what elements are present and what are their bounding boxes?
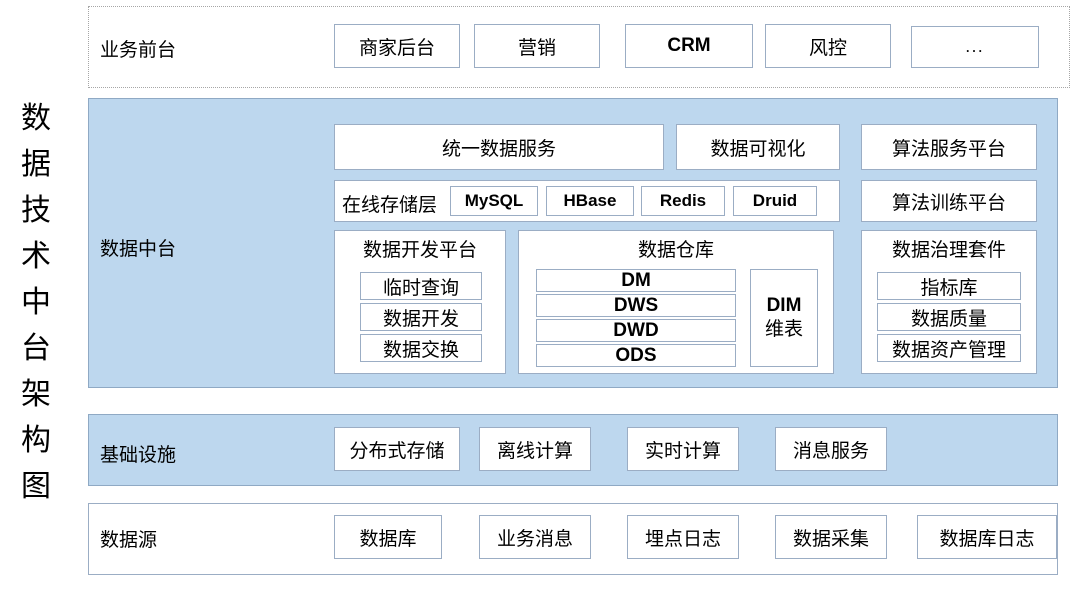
dim-table-cn-label: 维表: [764, 319, 803, 340]
storage-engine-hbase[interactable]: HBase: [546, 186, 634, 216]
title-char: 技: [21, 194, 51, 227]
app-box-marketing[interactable]: 营销: [474, 24, 600, 68]
group-data-governance-suite-title: 数据治理套件: [891, 240, 1006, 261]
app-box-crm[interactable]: CRM: [625, 24, 753, 68]
title-char: 据: [21, 148, 51, 181]
app-box-merchant-backend[interactable]: 商家后台: [334, 24, 460, 68]
diagram-title-vertical: 数 据 技 术 中 台 架 构 图: [8, 96, 64, 510]
storage-engine-redis[interactable]: Redis: [641, 186, 725, 216]
box-metric-library[interactable]: 指标库: [877, 272, 1021, 300]
online-storage-layer-label: 在线存储层: [342, 195, 438, 216]
box-algorithm-service-platform[interactable]: 算法服务平台: [861, 124, 1037, 170]
source-box-tracking-log[interactable]: 埋点日志: [627, 515, 739, 559]
layer-business-front-label: 业务前台: [100, 40, 177, 61]
source-box-database-log[interactable]: 数据库日志: [917, 515, 1057, 559]
box-data-asset-management[interactable]: 数据资产管理: [877, 334, 1021, 362]
group-data-development-platform-title: 数据开发平台: [362, 240, 477, 261]
title-char: 中: [21, 286, 51, 319]
box-data-visualization[interactable]: 数据可视化: [676, 124, 840, 170]
source-box-data-collection[interactable]: 数据采集: [775, 515, 887, 559]
dw-dim-table[interactable]: DIM 维表: [750, 269, 818, 367]
title-char: 构: [21, 424, 51, 457]
infra-box-offline-computing[interactable]: 离线计算: [479, 427, 591, 471]
title-char: 数: [21, 102, 51, 135]
layer-infrastructure-label: 基础设施: [100, 445, 177, 466]
dim-table-en-label: DIM: [766, 295, 802, 316]
layer-data-middle-platform-label: 数据中台: [100, 239, 177, 260]
title-char: 台: [21, 332, 51, 365]
layer-data-source-label: 数据源: [100, 530, 158, 551]
dw-layer-dws[interactable]: DWS: [536, 294, 736, 317]
infra-box-realtime-computing[interactable]: 实时计算: [627, 427, 739, 471]
title-char: 术: [21, 240, 51, 273]
app-box-risk-control[interactable]: 风控: [765, 24, 891, 68]
box-unified-data-service[interactable]: 统一数据服务: [334, 124, 664, 170]
box-data-quality[interactable]: 数据质量: [877, 303, 1021, 331]
storage-engine-druid[interactable]: Druid: [733, 186, 817, 216]
app-box-more[interactable]: ...: [911, 26, 1039, 68]
title-char: 架: [21, 378, 51, 411]
title-char: 图: [21, 470, 51, 503]
box-algorithm-training-platform[interactable]: 算法训练平台: [861, 180, 1037, 222]
infra-box-message-service[interactable]: 消息服务: [775, 427, 887, 471]
dw-layer-ods[interactable]: ODS: [536, 344, 736, 367]
storage-engine-mysql[interactable]: MySQL: [450, 186, 538, 216]
box-ad-hoc-query[interactable]: 临时查询: [360, 272, 482, 300]
box-data-exchange[interactable]: 数据交换: [360, 334, 482, 362]
dw-layer-dwd[interactable]: DWD: [536, 319, 736, 342]
source-box-database[interactable]: 数据库: [334, 515, 442, 559]
group-data-warehouse-title: 数据仓库: [637, 240, 714, 261]
infra-box-distributed-storage[interactable]: 分布式存储: [334, 427, 460, 471]
box-data-development[interactable]: 数据开发: [360, 303, 482, 331]
source-box-business-message[interactable]: 业务消息: [479, 515, 591, 559]
dw-layer-dm[interactable]: DM: [536, 269, 736, 292]
